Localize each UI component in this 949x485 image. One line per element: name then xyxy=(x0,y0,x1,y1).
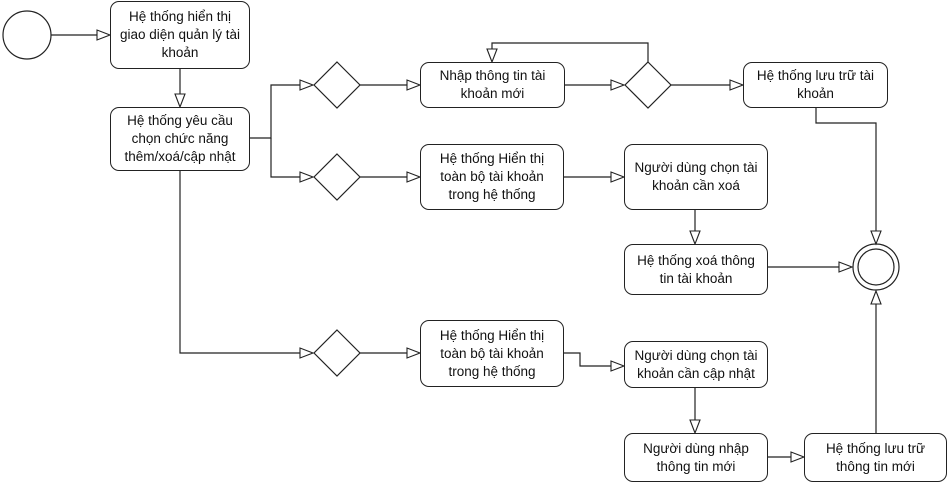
flow-request-to-update xyxy=(179,171,302,354)
arrowhead xyxy=(299,347,315,359)
flow-save-to-end xyxy=(815,108,877,234)
decision-add xyxy=(313,61,361,109)
arrowhead xyxy=(870,230,882,246)
arrowhead xyxy=(729,79,745,91)
decision-merge xyxy=(624,61,672,109)
arrowhead xyxy=(610,79,626,91)
arrowhead xyxy=(790,451,806,463)
arrowhead xyxy=(406,347,422,359)
initial-node xyxy=(2,10,52,60)
flow-request-branch xyxy=(250,84,302,139)
arrowhead xyxy=(96,29,112,41)
arrowhead xyxy=(406,79,422,91)
final-node-inner xyxy=(857,248,895,286)
arrowhead xyxy=(406,171,422,183)
arrowhead xyxy=(689,230,701,246)
flow-request-to-delete xyxy=(270,138,302,178)
flow-merge-loop xyxy=(491,42,649,62)
arrowhead xyxy=(838,261,854,273)
arrowhead xyxy=(610,171,626,183)
arrowhead xyxy=(174,93,186,109)
decision-update xyxy=(313,329,361,377)
decision-delete xyxy=(313,153,361,201)
arrowhead xyxy=(689,419,701,435)
arrowhead xyxy=(299,79,315,91)
arrowhead xyxy=(610,360,626,372)
arrowhead xyxy=(299,171,315,183)
flow-show-to-select-update xyxy=(564,352,613,367)
arrowhead xyxy=(486,48,498,64)
arrowhead xyxy=(870,289,882,305)
